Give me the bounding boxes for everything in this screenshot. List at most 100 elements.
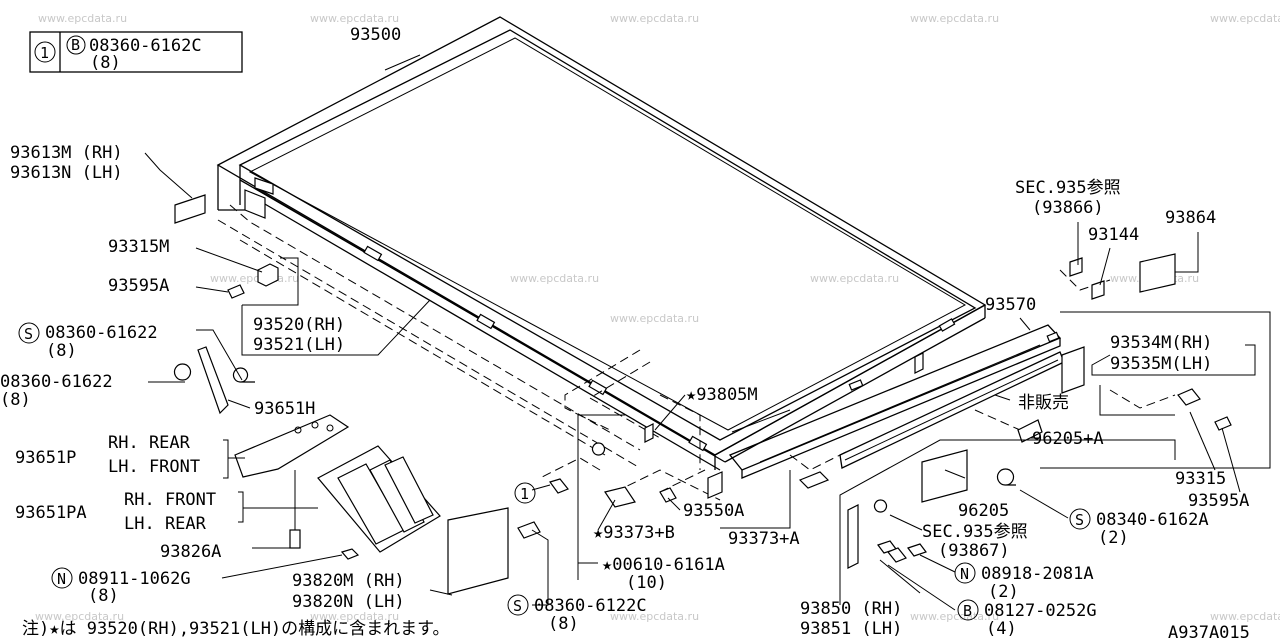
label-n2-part: 08918-2081A (981, 564, 1094, 584)
part-96205a (1017, 419, 1043, 443)
leader-lines (144, 54, 1271, 611)
label-93651pa: 93651PA (15, 503, 87, 523)
part-93144 (1091, 280, 1105, 300)
watermark-text: www.epcdata.ru (510, 272, 599, 285)
label-93866: (93866) (1032, 198, 1104, 218)
label-93851: 93851 (LH) (800, 619, 902, 639)
part-93864 (1139, 253, 1176, 293)
clip-00610 (591, 442, 606, 456)
label-93315m: 93315M (108, 237, 169, 257)
label-bolt-qty: (8) (0, 390, 31, 410)
label-n1-part: 08911-1062G (78, 569, 191, 589)
bracket-96205 (921, 449, 968, 503)
part-93805m (644, 423, 654, 443)
clip-93373a (707, 471, 723, 499)
label-s2-part: 08360-6122C (534, 596, 647, 616)
part-bolt-left (173, 363, 192, 381)
watermark-text: www.epcdata.ru (310, 12, 399, 25)
part-93550a (659, 487, 677, 503)
label-93820n: 93820N (LH) (292, 592, 405, 612)
ref1-marker: 1 (520, 485, 529, 503)
watermark-text: www.epcdata.ru (910, 610, 999, 623)
label-93534m: 93534M(RH) (1110, 333, 1212, 353)
label-93651pa-rh: RH. FRONT (124, 490, 216, 510)
watermark-text: www.epcdata.ru (310, 610, 399, 623)
label-00610: ★00610-6161A (602, 555, 725, 575)
label-96205: 96205 (958, 501, 1009, 521)
part-93595a-right (1214, 416, 1232, 431)
label-93595a-right: 93595A (1188, 491, 1249, 511)
flap-93820 (447, 507, 509, 595)
nut-n1 (340, 548, 360, 560)
label-93864: 93864 (1165, 208, 1216, 228)
nut-n2 (907, 543, 927, 557)
legend-box: 1 B 08360-6162C (8) (29, 31, 243, 73)
label-s-part: 08360-61622 (45, 323, 158, 343)
label-93805m: ★93805M (686, 385, 758, 405)
watermark-text: www.epcdata.ru (610, 312, 699, 325)
label-93651p-lh: LH. FRONT (108, 457, 200, 477)
label-b-qty: (4) (986, 619, 1017, 639)
part-93315 (1177, 388, 1201, 406)
label-93613m: 93613M (RH) (10, 143, 123, 163)
label-93500: 93500 (350, 25, 401, 45)
clip-93866 (1069, 257, 1083, 277)
label-b-part: 08127-0252G (984, 601, 1097, 621)
label-93850: 93850 (RH) (800, 599, 902, 619)
part-ref1 (549, 478, 569, 494)
watermark-text: www.epcdata.ru (38, 12, 127, 25)
part-screw-93651h (232, 367, 255, 383)
label-sec-935-93867: SEC.935参照 (922, 522, 1028, 542)
watermark-text: www.epcdata.ru (610, 12, 699, 25)
s-marker: S (24, 325, 33, 343)
label-s2-qty: (8) (548, 614, 579, 634)
label-sec-935-93866: SEC.935参照 (1015, 178, 1121, 198)
watermark-text: www.epcdata.ru (210, 272, 299, 285)
label-93651p: 93651P (15, 448, 76, 468)
n1-marker: N (57, 570, 66, 588)
s3-marker: S (1075, 511, 1084, 529)
legend-qty: (8) (90, 53, 121, 73)
part-93595a-left (227, 284, 245, 299)
label-93373b: ★93373+B (593, 523, 675, 543)
label-93315: 93315 (1175, 469, 1226, 489)
screw-s3 (996, 468, 1016, 486)
label-93520: 93520(RH) (253, 315, 345, 335)
watermark-text: www.epcdata.ru (1210, 610, 1280, 623)
watermark-text: www.epcdata.ru (910, 12, 999, 25)
watermark-text: www.epcdata.ru (35, 610, 124, 623)
label-93651pa-lh: LH. REAR (124, 514, 207, 534)
label-s3-qty: (2) (1098, 528, 1129, 548)
label-93535m: 93535M(LH) (1110, 354, 1212, 374)
n2-marker: N (960, 565, 969, 583)
label-93826a: 93826A (160, 542, 221, 562)
small-parts (173, 194, 1232, 595)
label-93651h: 93651H (254, 399, 315, 419)
label-s3-part: 08340-6162A (1096, 510, 1209, 530)
watermark-text: www.epcdata.ru (810, 272, 899, 285)
s2-marker: S (513, 597, 522, 615)
label-93144: 93144 (1088, 225, 1139, 245)
label-93595a-left: 93595A (108, 276, 169, 296)
bolt-b (887, 547, 907, 563)
part-93613 (174, 194, 206, 224)
footnote: 注)★は 93520(RH),93521(LH)の構成に含まれます。 (22, 619, 449, 639)
label-93651p-rh: RH. REAR (108, 433, 191, 453)
legend-letter: B (71, 36, 80, 54)
screw-s2 (517, 521, 541, 539)
label-bolt-part: 08360-61622 (0, 372, 113, 392)
label-93550a: 93550A (683, 501, 744, 521)
label-00610-qty: (10) (626, 573, 667, 593)
bracket-93850 (847, 504, 859, 569)
legend-part-number: 08360-6162C (89, 36, 202, 56)
labels: 93500 93613M (RH) 93613N (LH) 93315M 935… (0, 25, 1250, 640)
watermark-text: www.epcdata.ru (610, 610, 699, 623)
figure-code: A937A015 (1168, 623, 1250, 640)
label-96205a: 96205+A (1032, 429, 1104, 449)
label-93373a: 93373+A (728, 529, 800, 549)
label-93867: (93867) (938, 541, 1010, 561)
label-93820m: 93820M (RH) (292, 571, 405, 591)
part-93315m (257, 263, 279, 287)
label-s-qty: (8) (46, 341, 77, 361)
